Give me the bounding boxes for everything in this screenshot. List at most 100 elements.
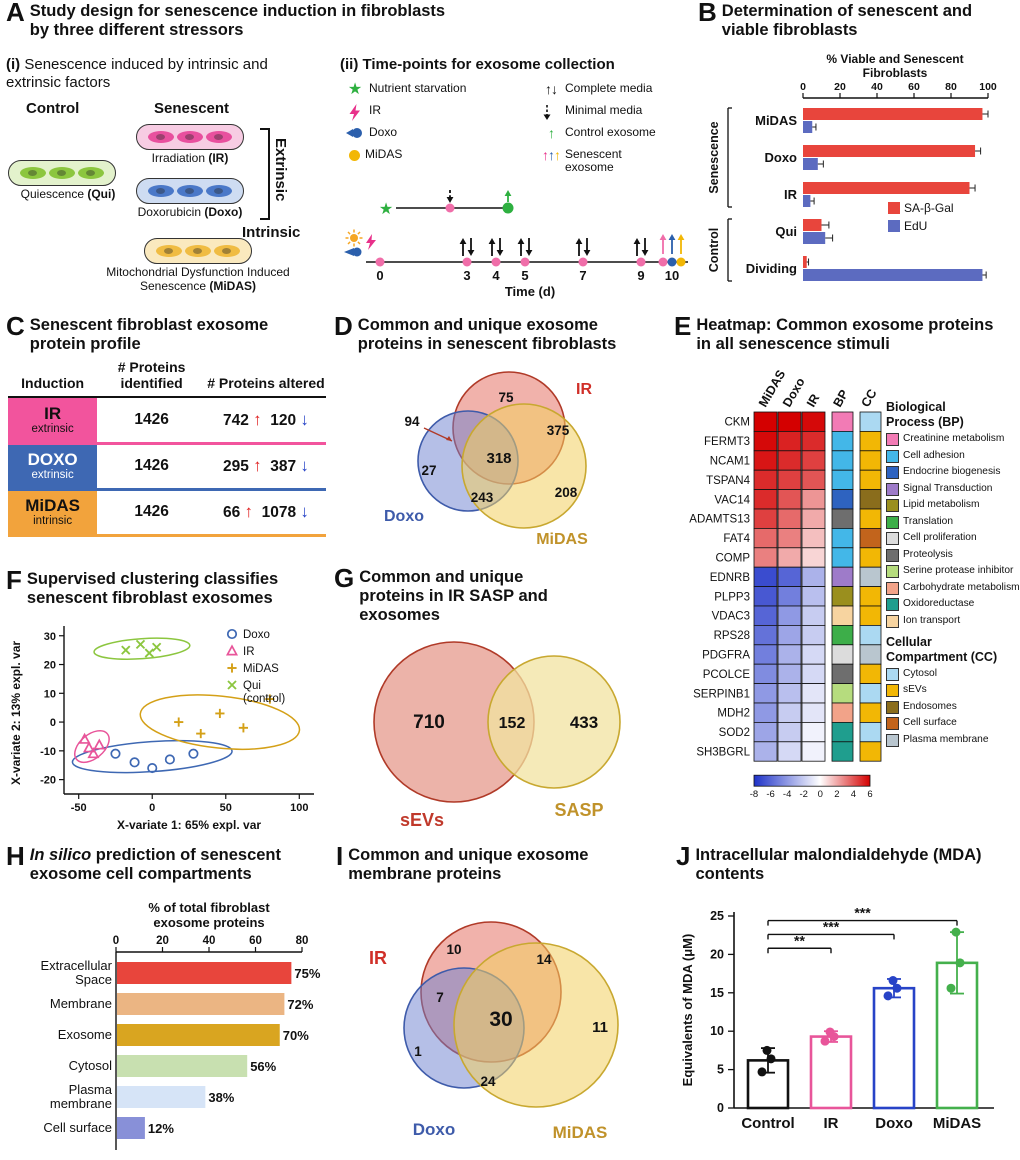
svg-text:30: 30 — [489, 1008, 512, 1031]
legend-item-complete-media: ↑↓Complete media — [542, 81, 669, 101]
heatmap-cell-ADAMTS13-IR — [801, 508, 826, 529]
svg-text:MiDAS: MiDAS — [553, 1123, 608, 1142]
svg-text:75: 75 — [498, 390, 514, 405]
panel-d: D Common and unique exosome proteins in … — [334, 313, 670, 564]
panel-j: J Intracellular malondialdehyde (MDA) co… — [676, 843, 1020, 1158]
bar-qui-EdU — [803, 232, 826, 244]
data-point-ir — [820, 1036, 830, 1046]
bp-cell-PCOLCE — [831, 663, 854, 685]
table-header: # Proteins altered — [205, 360, 326, 399]
heatmap-cell-PLPP3-Doxo — [777, 586, 802, 607]
panel-c-title: Senescent fibroblast exosome protein pro… — [29, 316, 269, 354]
svg-text:Doxo: Doxo — [875, 1115, 913, 1132]
legend-item-doxo: Doxo — [346, 125, 466, 145]
bp-cell-PLPP3 — [831, 586, 854, 607]
svg-text:Control: Control — [741, 1115, 794, 1132]
heatmap-cell-FAT4-IR — [801, 527, 826, 549]
svg-text:0: 0 — [50, 717, 56, 729]
svg-text:SOD2: SOD2 — [719, 727, 750, 739]
svg-text:% Viable and Senescent: % Viable and Senescent — [826, 52, 963, 66]
bar-exosome — [117, 1024, 280, 1046]
panel-c: C Senescent fibroblast exosome protein p… — [6, 313, 330, 566]
svg-text:9: 9 — [637, 268, 644, 283]
data-point-control — [766, 1054, 776, 1064]
svg-text:2: 2 — [834, 789, 839, 800]
svg-text:IR: IR — [576, 381, 592, 398]
bp-cell-SH3BGRL — [831, 741, 854, 762]
legend-item-carbohydrate-metabolism: Carbohydrate metabolism — [886, 581, 1020, 595]
protein-profile-table-wrap: Induction# Proteins identified# Proteins… — [8, 359, 326, 537]
heatmap-cell-VDAC3-MiDAS — [753, 605, 778, 626]
svg-text:exosome proteins: exosome proteins — [153, 915, 264, 930]
cell-capsule-doxo — [136, 178, 244, 204]
svg-text:40: 40 — [203, 935, 216, 947]
heatmap-cell-COMP-IR — [801, 547, 826, 568]
legend-swatch — [886, 717, 899, 730]
heatmap-cell-NCAM1-IR — [801, 450, 826, 471]
up-down-arrows-icon: ↑↓ — [545, 81, 558, 97]
svg-text:0: 0 — [113, 935, 119, 947]
heatmap-cell-NCAM1-MiDAS — [753, 450, 778, 471]
svg-text:80: 80 — [945, 81, 957, 93]
protein-profile-table: Induction# Proteins identified# Proteins… — [8, 359, 326, 537]
colored-up-arrows-icon: ↑↑↑ — [542, 147, 561, 163]
up-arrow-icon: ↑ — [253, 410, 262, 430]
condition-label-qui: Quiescence (Qui) — [20, 187, 116, 201]
bar-qui-SA-β-Gal — [803, 219, 822, 231]
svg-text:Control: Control — [707, 228, 721, 272]
svg-text:CKM: CKM — [724, 417, 750, 429]
cell-icon — [185, 245, 211, 257]
svg-text:Equivalents of MDA (μM): Equivalents of MDA (μM) — [680, 934, 695, 1087]
midas-dot-icon — [349, 150, 360, 161]
legend-swatch-SA-β-Gal — [888, 202, 900, 214]
cell-icon — [156, 245, 182, 257]
bp-cell-COMP — [831, 547, 854, 568]
svg-text:10: 10 — [44, 688, 56, 700]
cell-capsule-ir — [136, 124, 244, 150]
heatmap-cell-TSPAN4-Doxo — [777, 469, 802, 490]
svg-text:(control): (control) — [243, 693, 285, 705]
svg-text:PCOLCE: PCOLCE — [703, 669, 751, 681]
panel-h-letter: H — [6, 841, 25, 871]
svg-text:X-variate 1: 65% expl. var: X-variate 1: 65% expl. var — [117, 818, 261, 832]
svg-text:-10: -10 — [40, 746, 56, 758]
heatmap-cell-ADAMTS13-Doxo — [777, 508, 802, 529]
svg-text:80: 80 — [296, 935, 309, 947]
legend-swatch — [886, 667, 899, 681]
heatmap-cell-EDNRB-IR — [801, 566, 826, 587]
panel-h: H In silico prediction of senescent exos… — [6, 841, 334, 1158]
heatmap-cell-PCOLCE-Doxo — [777, 663, 802, 685]
panel-e-letter: E — [674, 311, 692, 341]
svg-text:VDAC3: VDAC3 — [712, 611, 750, 623]
legend-item-proteolysis: Proteolysis — [886, 548, 1018, 562]
heatmap-cell-CKM-MiDAS — [753, 411, 778, 432]
subfig-ii-title-text: Time-points for exosome collection — [362, 56, 615, 73]
svg-text:1: 1 — [414, 1044, 422, 1059]
legend-item-sevs: sEVs — [886, 684, 1018, 697]
legend-swatch-EdU — [888, 220, 900, 232]
legend-item-minimal-media: Minimal media — [542, 103, 669, 123]
bp-cell-VDAC3 — [831, 605, 854, 626]
svg-text:EdU: EdU — [904, 219, 927, 233]
svg-text:0: 0 — [149, 802, 155, 814]
svg-text:4: 4 — [851, 789, 856, 800]
heatmap-cell-PDGFRA-Doxo — [777, 644, 802, 665]
data-point-doxo — [883, 991, 893, 1001]
panel-b-title: Determination of senescent and viable fi… — [721, 2, 973, 40]
svg-text:0: 0 — [818, 789, 823, 800]
svg-text:ADAMTS13: ADAMTS13 — [689, 514, 750, 526]
svg-text:10: 10 — [710, 1024, 724, 1038]
svg-text:0: 0 — [800, 81, 806, 93]
heatmap-cell-COMP-Doxo — [777, 547, 802, 568]
svg-text:NCAM1: NCAM1 — [710, 456, 750, 468]
intrinsic-label: Intrinsic — [242, 224, 301, 241]
svg-text:5: 5 — [717, 1063, 724, 1077]
cell-icon — [177, 131, 203, 143]
svg-text:★: ★ — [379, 201, 393, 218]
control-column-header: Control — [26, 100, 80, 117]
venn-circle-midas — [461, 403, 587, 529]
svg-text:Qui: Qui — [775, 224, 797, 239]
